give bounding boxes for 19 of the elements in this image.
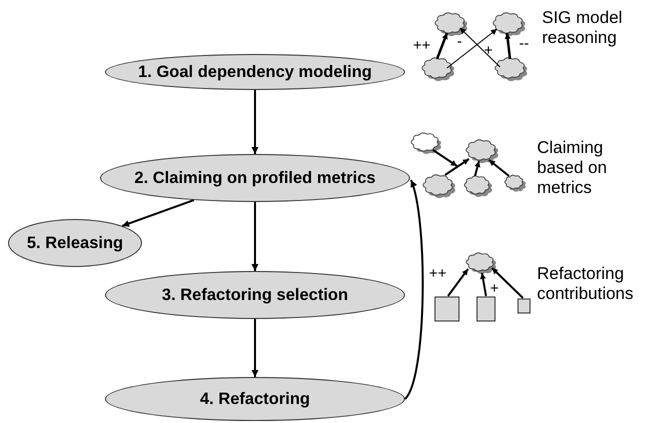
step-label: 3. Refactoring selection bbox=[162, 286, 348, 304]
contribution-sign: ++ bbox=[429, 266, 447, 281]
contribution-sign: -- bbox=[519, 36, 529, 51]
arrow bbox=[404, 180, 424, 400]
arrow bbox=[252, 202, 258, 271]
step-label: 2. Claiming on profiled metrics bbox=[134, 168, 376, 188]
side-caption: Claiming based on metrics bbox=[537, 138, 608, 198]
arrow bbox=[122, 199, 194, 227]
arrow bbox=[252, 319, 258, 377]
arrow bbox=[252, 90, 258, 154]
contribution-sign: - bbox=[457, 34, 462, 49]
step-label: 5. Releasing bbox=[26, 234, 124, 252]
contribution-sign: + bbox=[490, 281, 499, 296]
side-caption: Refactoring contributions bbox=[537, 264, 634, 304]
step-label: 4. Refactoring bbox=[200, 390, 310, 408]
side-caption: SIG model reasoning bbox=[542, 8, 624, 48]
contribution-sign: + bbox=[484, 43, 493, 58]
contribution-sign: ++ bbox=[413, 38, 431, 53]
step-label: 1. Goal dependency modeling bbox=[138, 62, 372, 82]
